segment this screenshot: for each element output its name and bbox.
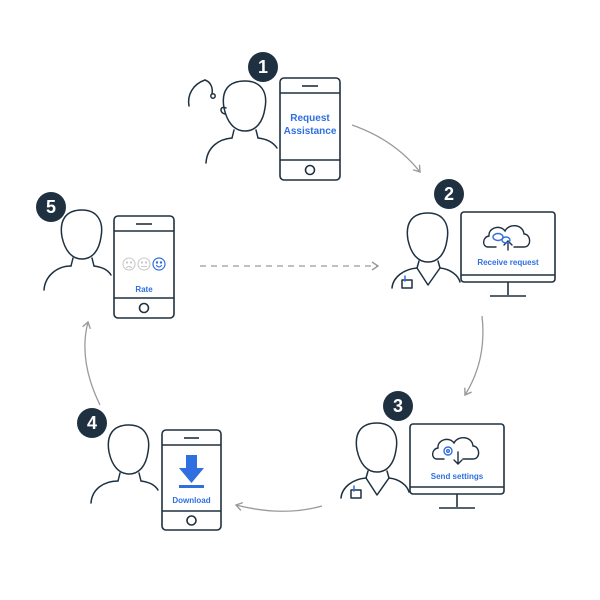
hearing-aid-icon [187,79,216,107]
step-1-phone [279,77,341,181]
step-4-user [90,424,159,504]
chat-cloud-icon [482,225,531,251]
gear-cloud-icon [431,437,480,465]
step-5-badge: 5 [36,192,66,222]
step-1-user [205,80,278,164]
step-4-label: Download [172,496,211,505]
neutral-face-icon [137,257,151,271]
step-3-label: Send settings [430,472,484,481]
step-1-label-line-2: Assistance [283,125,337,137]
sad-face-icon [122,257,136,271]
step-1-label: Request Assistance [280,113,340,138]
step-5-user [43,209,112,291]
step-4-badge: 4 [77,408,107,438]
step-1-label-line-1: Request [290,113,330,124]
step-2-technician [391,212,461,289]
step-5-label: Rate [135,285,153,294]
step-1-badge: 1 [248,52,278,82]
arrow-3-to-4 [234,501,323,512]
step-3-technician [340,422,410,499]
arrow-2-to-3 [464,315,484,397]
arrow-1-to-2 [351,124,421,173]
step-2-label: Receive request [477,258,539,267]
step-2-monitor [460,211,556,297]
happy-face-icon [152,257,166,271]
download-arrow-icon [179,455,204,488]
step-3-badge: 3 [383,391,413,421]
step-3-monitor [409,423,505,509]
step-2-badge: 2 [434,179,464,209]
arrow-4-to-5 [82,320,101,406]
